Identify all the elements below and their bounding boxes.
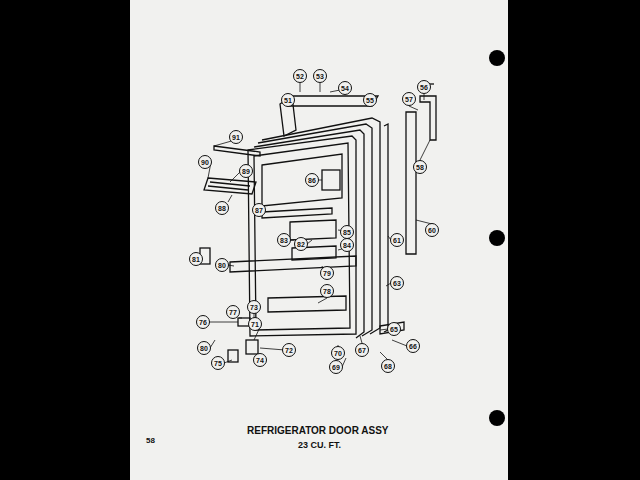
callout-number: 67: [355, 343, 369, 357]
size-note: 23 CU. FT.: [298, 440, 341, 450]
callout-number: 86: [305, 173, 319, 187]
callout-number: 88: [215, 201, 229, 215]
callout-number: 76: [196, 315, 210, 329]
callout-number: 53: [313, 69, 327, 83]
callout-number: 91: [229, 130, 243, 144]
callout-number: 73: [247, 300, 261, 314]
callout-number: 63: [390, 276, 404, 290]
callout-number: 74: [253, 353, 267, 367]
callout-number: 84: [340, 238, 354, 252]
callout-number: 58: [413, 160, 427, 174]
callout-number: 61: [390, 233, 404, 247]
callout-number: 66: [406, 339, 420, 353]
callout-number: 52: [293, 69, 307, 83]
callout-number: 55: [363, 93, 377, 107]
callout-number: 69: [329, 360, 343, 374]
callout-number: 81: [189, 252, 203, 266]
callout-number: 54: [338, 81, 352, 95]
callout-number: 90: [198, 155, 212, 169]
callout-number: 83: [277, 233, 291, 247]
callout-number: 65: [387, 322, 401, 336]
page-number: 58: [146, 436, 155, 445]
callout-number: 80: [197, 341, 211, 355]
callout-number: 70: [331, 346, 345, 360]
callout-number: 75: [211, 356, 225, 370]
callout-number: 68: [381, 359, 395, 373]
callout-number: 85: [340, 225, 354, 239]
callout-number: 79: [320, 266, 334, 280]
callout-number: 82: [294, 237, 308, 251]
callout-number: 72: [282, 343, 296, 357]
callout-number: 80: [215, 258, 229, 272]
callout-number: 77: [226, 305, 240, 319]
callout-number: 51: [281, 93, 295, 107]
callout-number: 57: [402, 92, 416, 106]
callout-number: 56: [417, 80, 431, 94]
callout-number: 87: [252, 203, 266, 217]
callout-number: 60: [425, 223, 439, 237]
callout-number: 71: [248, 317, 262, 331]
callout-number: 78: [320, 284, 334, 298]
diagram-title: REFRIGERATOR DOOR ASSY: [247, 425, 389, 436]
callout-number: 89: [239, 164, 253, 178]
